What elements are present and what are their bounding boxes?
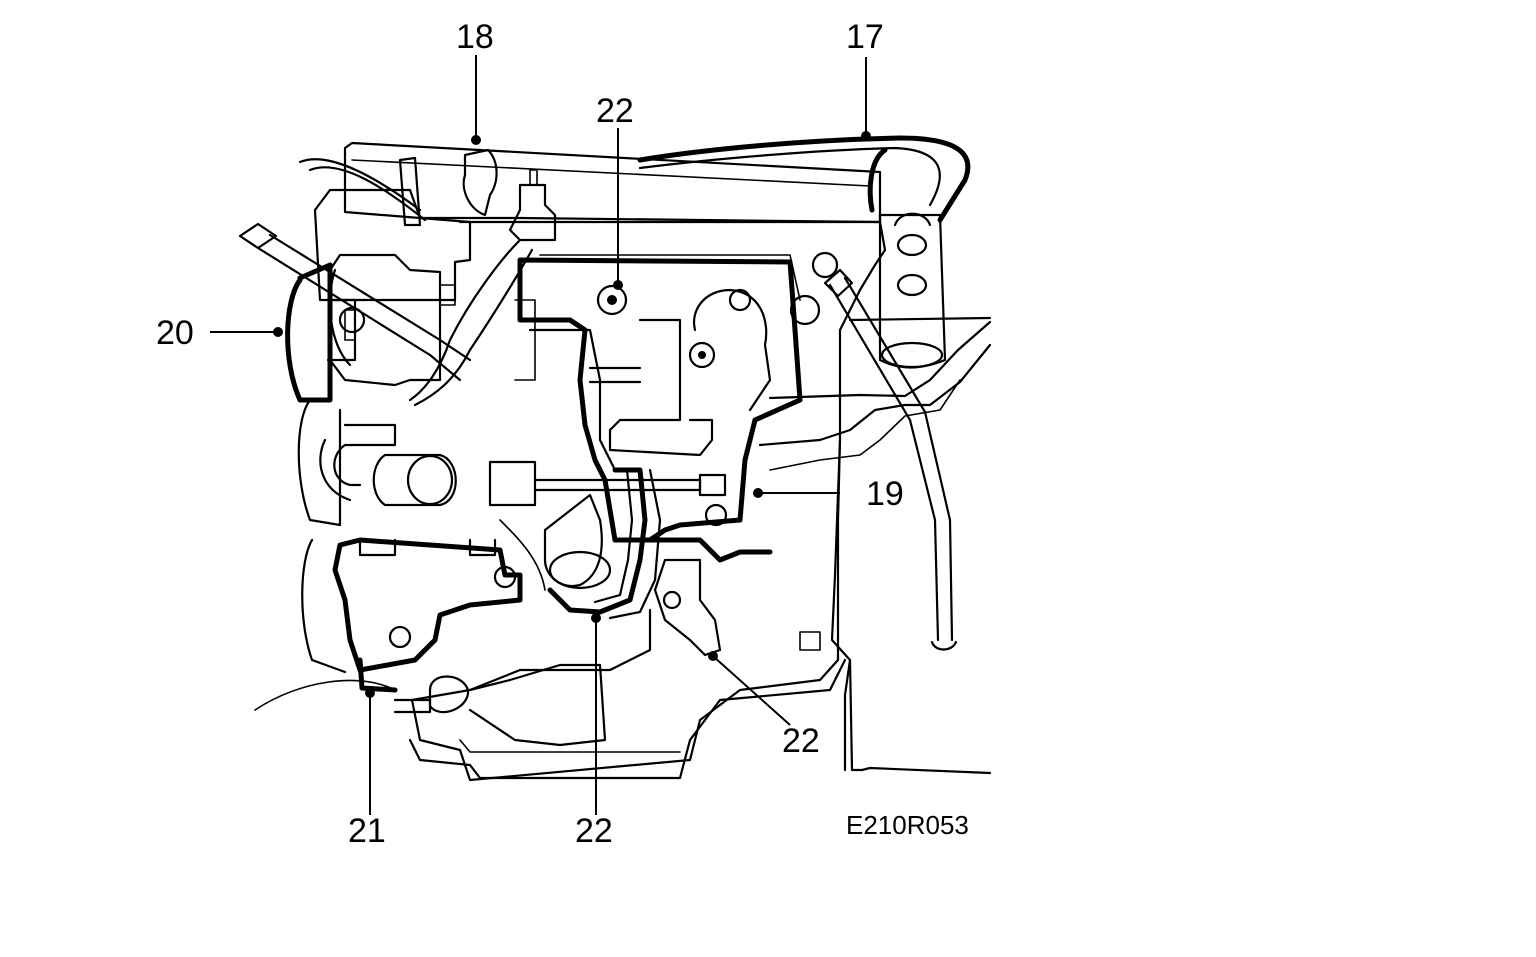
callout-22-right: 22: [782, 722, 820, 760]
leader-dot-21: [365, 688, 375, 698]
leader-lines: [210, 55, 867, 815]
callout-19: 19: [866, 475, 904, 513]
leader-dot-20: [273, 327, 283, 337]
callout-22-bottom: 22: [575, 812, 613, 850]
leader-dot-22-top: [613, 280, 623, 290]
engine-block-outline: [238, 135, 992, 782]
callout-22-top: 22: [596, 92, 634, 130]
figure-code: E210R053: [846, 810, 969, 840]
callout-17: 17: [846, 18, 884, 56]
leader-dot-22-bottom: [591, 613, 601, 623]
leader-dots: [273, 131, 871, 698]
callout-20: 20: [156, 314, 194, 352]
callout-18: 18: [456, 18, 494, 56]
leader-dot-18: [471, 135, 481, 145]
leader-dot-22-right: [708, 651, 718, 661]
callout-21: 21: [348, 812, 386, 850]
leader-dot-19: [753, 488, 763, 498]
leader-dot-17: [861, 131, 871, 141]
